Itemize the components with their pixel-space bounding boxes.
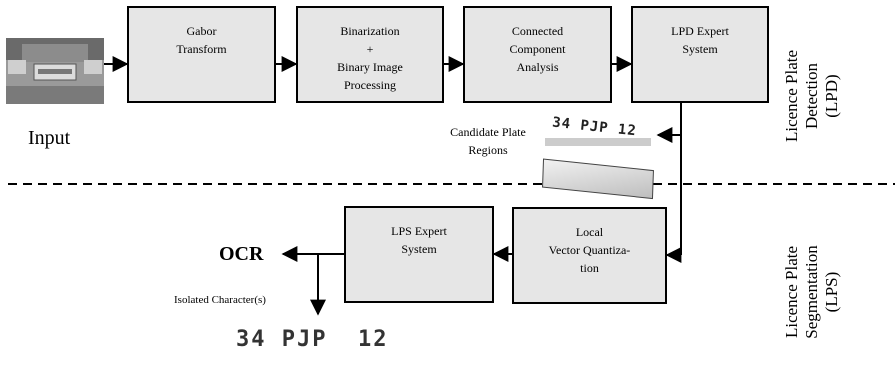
side-label-lpd: Licence Plate Detection (LPD) xyxy=(782,49,841,143)
ocr-label: OCR xyxy=(219,243,264,265)
diagram-canvas xyxy=(6,38,895,316)
local-vq-label: Local Vector Quantiza- tion xyxy=(548,225,631,275)
binarization-label: Binarization + Binary Image Processing xyxy=(337,24,403,92)
gabor-transform-label: Gabor Transform xyxy=(176,24,227,56)
isolated-characters-label: Isolated Character(s) xyxy=(174,294,266,306)
candidate-plate-regions-label: Candidate Plate Regions xyxy=(450,125,526,157)
connected-component-label: Connected Component Analysis xyxy=(509,24,566,74)
isolated-characters-image: 34 PJP 12 xyxy=(236,327,389,352)
lpd-expert-system-label: LPD Expert System xyxy=(671,24,729,56)
lps-expert-system-label: LPS Expert System xyxy=(391,224,447,256)
local-vq-box: Local Vector Quantiza- tion xyxy=(512,207,667,304)
lps-expert-system-box: LPS Expert System xyxy=(344,206,494,303)
input-label: Input xyxy=(28,127,71,149)
lpd-expert-system-box: LPD Expert System xyxy=(631,6,769,103)
connected-component-box: Connected Component Analysis xyxy=(463,6,612,103)
gabor-transform-box: Gabor Transform xyxy=(127,6,276,103)
input-car-image xyxy=(6,38,104,104)
side-label-lps: Licence Plate Segmentation (LPS) xyxy=(782,245,841,339)
candidate-plate-image xyxy=(542,138,654,200)
binarization-box: Binarization + Binary Image Processing xyxy=(296,6,444,103)
